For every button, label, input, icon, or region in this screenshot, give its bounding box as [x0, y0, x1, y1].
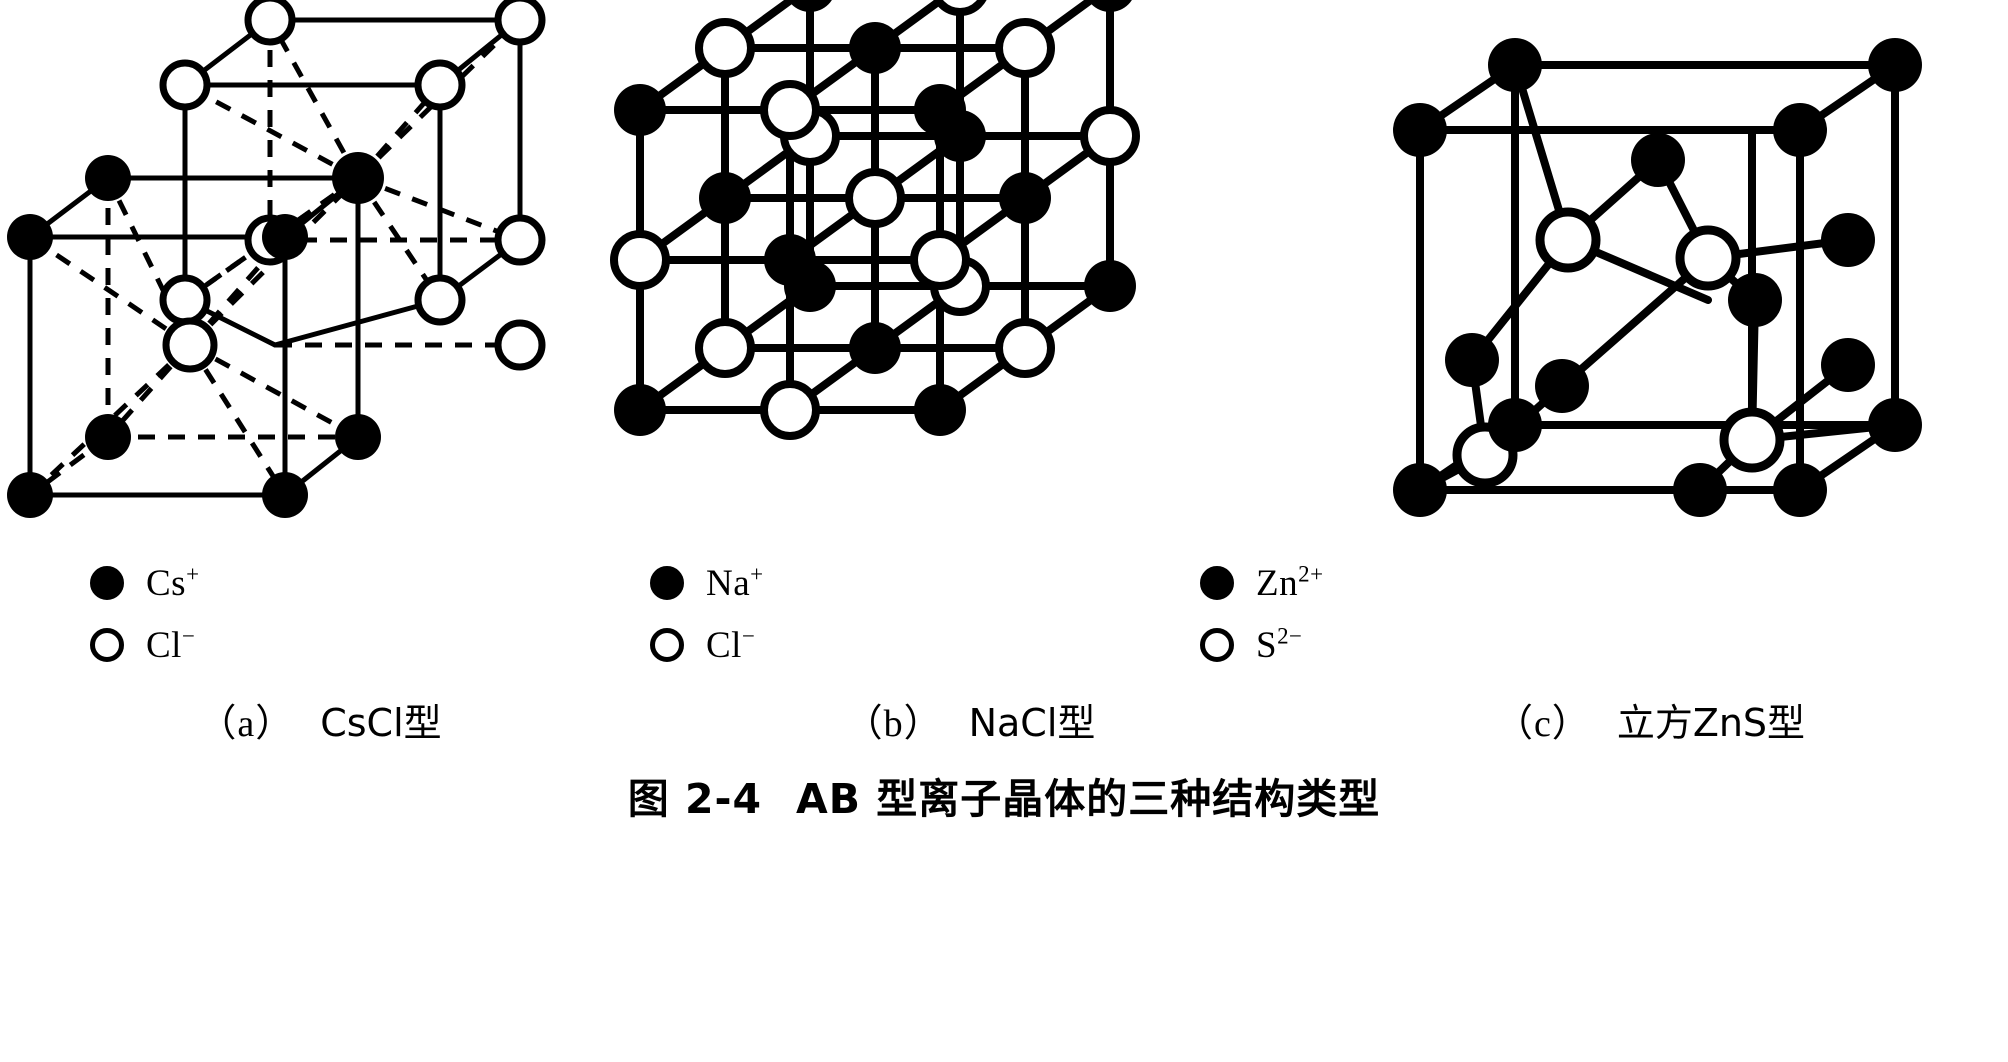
legend-row-cation: Zn2+ [1200, 552, 1620, 614]
legend-row-cation: Cs+ [90, 552, 510, 614]
cscl-structure-svg [7, 0, 546, 518]
panel-index-b: （b） [844, 703, 943, 745]
legend-label-na-plus: Na+ [706, 561, 764, 604]
panel-caption-a: （a） CsCl型 [0, 692, 640, 747]
panel-index-c: （c） [1494, 703, 1591, 745]
zn-ion-filled-circles [1393, 38, 1922, 517]
panel-name-a: CsCl型 [320, 701, 442, 745]
legend-label-s-2minus: S2− [1256, 623, 1303, 666]
legend-panel-a: Cs+ Cl− [90, 552, 510, 676]
cs-ion-filled-circles [7, 152, 384, 518]
nacl-ions-front-layer [610, 80, 970, 440]
nacl-ions-middle-layer [695, 18, 1055, 378]
panel-index-a: （a） [198, 703, 295, 745]
open-circle-icon [90, 628, 124, 662]
legend-panel-c: Zn2+ S2− [1200, 552, 1620, 676]
legend-row-cation: Na+ [650, 552, 1070, 614]
figure-number: 图 2-4 [627, 775, 763, 823]
panel-name-b: NaCl型 [968, 701, 1096, 745]
filled-circle-icon [1200, 566, 1234, 600]
legend-row-anion: Cl− [650, 614, 1070, 676]
legend-label-cs-plus: Cs+ [146, 561, 200, 604]
legend-label-cl-minus: Cl− [146, 623, 196, 666]
figure-caption-text: AB 型离子晶体的三种结构类型 [796, 775, 1381, 823]
legend-label-cl-minus: Cl− [706, 623, 756, 666]
legend-row-anion: S2− [1200, 614, 1620, 676]
filled-circle-icon [650, 566, 684, 600]
panel-caption-c: （c） 立方ZnS型 [1300, 692, 2000, 747]
open-circle-icon [650, 628, 684, 662]
open-circle-icon [1200, 628, 1234, 662]
nacl-structure-svg [610, 0, 1140, 440]
panel-caption-b: （b） NaCl型 [620, 692, 1320, 747]
legend-panel-b: Na+ Cl− [650, 552, 1070, 676]
legend-label-zn-2plus: Zn2+ [1256, 561, 1324, 604]
panel-a-cscl-diagram [0, 0, 600, 545]
panel-name-c: 立方ZnS型 [1616, 701, 1806, 745]
zns-structure-svg [1393, 38, 1922, 517]
legend-row-anion: Cl− [90, 614, 510, 676]
panel-c-zns-diagram [1300, 0, 2008, 545]
panels-row [0, 0, 2008, 545]
filled-circle-icon [90, 566, 124, 600]
figure-caption: 图 2-4 AB 型离子晶体的三种结构类型 [0, 765, 2008, 825]
panel-b-nacl-diagram [600, 0, 1300, 545]
